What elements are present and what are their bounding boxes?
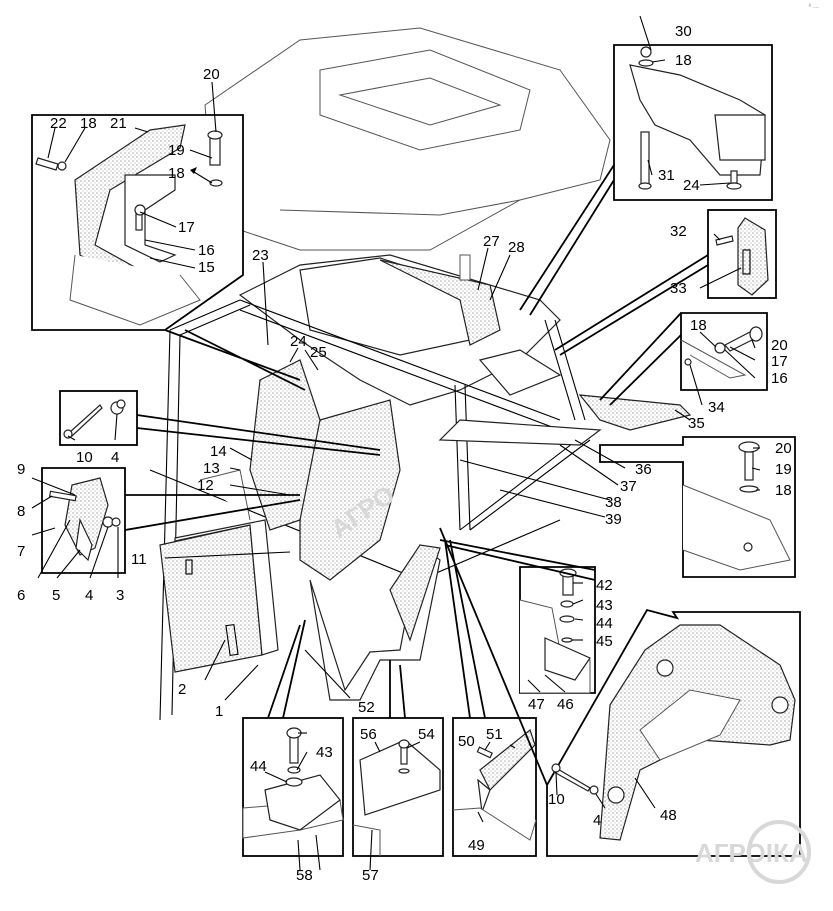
callout-44: 44 [250,758,267,775]
callout-39: 39 [605,511,622,528]
callout-38: 38 [605,494,622,511]
callout-51: 51 [486,726,503,743]
callout-30: 30 [675,23,692,40]
callout-55: 57 [362,867,379,884]
callout-10: 10 [76,449,93,466]
callout-37: 37 [620,478,637,495]
callout-3: 3 [116,587,124,604]
callout-54: 56 [360,726,377,743]
callout-28: 28 [508,239,525,256]
inset-roof-bracket [31,114,244,331]
callout-23: 23 [252,247,269,264]
callout-21: 21 [110,115,127,132]
callout-35: 35 [688,415,705,432]
callout-7: 7 [17,543,25,560]
callout-20: 20 [771,337,788,354]
inset-rear-rail [613,44,773,201]
callout-50: 50 [458,733,475,750]
callout-18: 18 [775,482,792,499]
cab-frame [149,254,602,721]
callout-5: 5 [52,587,60,604]
callout-19: 19 [168,142,185,159]
callout-15: 15 [198,259,215,276]
inset-handrail [452,717,537,857]
callout-17: 17 [178,219,195,236]
callout-6: 6 [17,587,25,604]
callout-25: 25 [310,344,327,361]
callout-52: 52 [358,699,375,716]
callout-27: 27 [483,233,500,250]
callout-17: 17 [771,353,788,370]
inset-door-hinge [41,467,126,574]
callout-34: 34 [708,399,725,416]
callout-43: 43 [316,744,333,761]
callout-45: 45 [596,633,613,650]
callout-43: 43 [596,597,613,614]
callout-1: 1 [215,703,223,720]
callout-56: 58 [296,867,313,884]
callout-44: 44 [596,615,613,632]
callout-20: 20 [775,440,792,457]
callout-24: 24 [290,333,307,350]
inset-floor-plate [352,717,444,857]
watermark-logo-ring [747,820,811,884]
callout-4: 4 [111,449,119,466]
callout-14: 14 [210,443,227,460]
callout-32: 32 [670,223,687,240]
callout-31: 31 [658,167,675,184]
inset-floor-bolt [242,717,344,857]
callout-8: 8 [17,503,25,520]
connector-lines [124,164,709,786]
inset-screw-washer [59,390,138,446]
watermark-corner: АГРОІКА [695,838,808,868]
callout-9: 9 [17,461,25,478]
callout-4: 4 [593,812,601,829]
callout-leaders [31,15,761,871]
door-panels [159,469,279,673]
callout-36: 36 [635,461,652,478]
inset-side-bolt [578,312,768,431]
inset-mount-pad [599,436,796,578]
corner-mark: ᵉ ... [808,3,819,10]
callout-42: 42 [596,577,613,594]
callout-2: 2 [178,681,186,698]
callout-24: 24 [683,177,700,194]
callout-4: 4 [85,587,93,604]
callout-19: 19 [775,461,792,478]
callout-46: 46 [557,696,574,713]
callout-18: 18 [690,317,707,334]
callout-49: 49 [468,837,485,854]
inset-step-bolt [519,566,596,694]
callout-18: 18 [675,52,692,69]
callout-53: 54 [418,726,435,743]
callout-16: 16 [198,242,215,259]
callout-12: 12 [197,477,214,494]
callout-13: 13 [203,460,220,477]
cab-roof [204,27,611,251]
callout-33: 33 [670,280,687,297]
callout-47: 47 [528,696,545,713]
callout-22: 22 [50,115,67,132]
callout-11: 11 [131,551,147,568]
callout-48: 48 [660,807,677,824]
inset-latch-plate [707,209,777,299]
inset-fender [546,608,801,857]
callout-10: 10 [548,791,565,808]
callout-18: 18 [80,115,97,132]
callout-16: 16 [771,370,788,387]
callout-labels: 20 19 18 22 18 21 17 16 15 23 24 25 27 2… [17,23,792,884]
callout-20: 20 [203,66,220,83]
callout-18: 18 [168,165,185,182]
